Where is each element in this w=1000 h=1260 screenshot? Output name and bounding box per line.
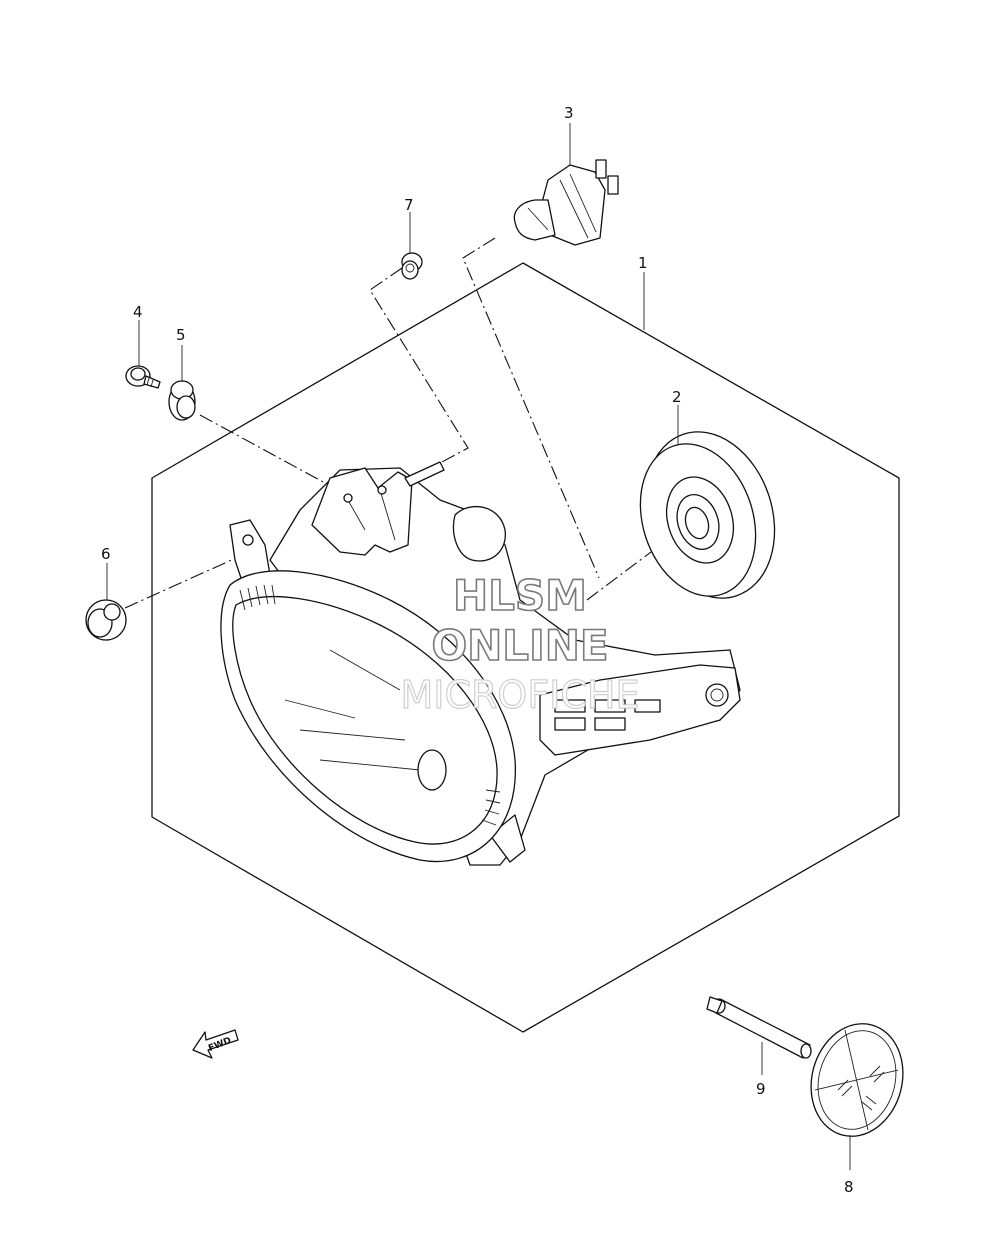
callout-1: 1: [638, 254, 648, 272]
assembly-boundary: [151, 262, 900, 1033]
reflector-cap[interactable]: [799, 1013, 915, 1146]
callout-5: 5: [176, 326, 186, 344]
callout-6: 6: [101, 545, 111, 563]
callout-8: 8: [844, 1178, 854, 1196]
callout-4: 4: [133, 303, 143, 321]
socket-cover[interactable]: [622, 415, 796, 615]
watermark-line-3: MICROFICHE: [400, 673, 639, 717]
callout-3: 3: [564, 104, 574, 122]
fwd-arrow-icon: FWD: [192, 1029, 239, 1059]
callout-7: 7: [404, 196, 414, 214]
screw[interactable]: [125, 365, 161, 389]
grommet-upper[interactable]: [168, 380, 196, 421]
callout-2: 2: [672, 388, 682, 406]
watermark-line-1: HLSM: [453, 571, 587, 620]
watermark: HLSM ONLINE MICROFICHE: [400, 570, 640, 717]
grommet-small[interactable]: [401, 252, 423, 280]
leader-lines: [106, 123, 851, 1170]
headlight-assembly[interactable]: [220, 461, 741, 866]
bulb[interactable]: [513, 159, 619, 246]
callout-9: 9: [756, 1080, 766, 1098]
adjuster-rod[interactable]: [706, 996, 812, 1059]
watermark-line-2: ONLINE: [431, 621, 608, 670]
grommet-lower[interactable]: [85, 599, 127, 641]
